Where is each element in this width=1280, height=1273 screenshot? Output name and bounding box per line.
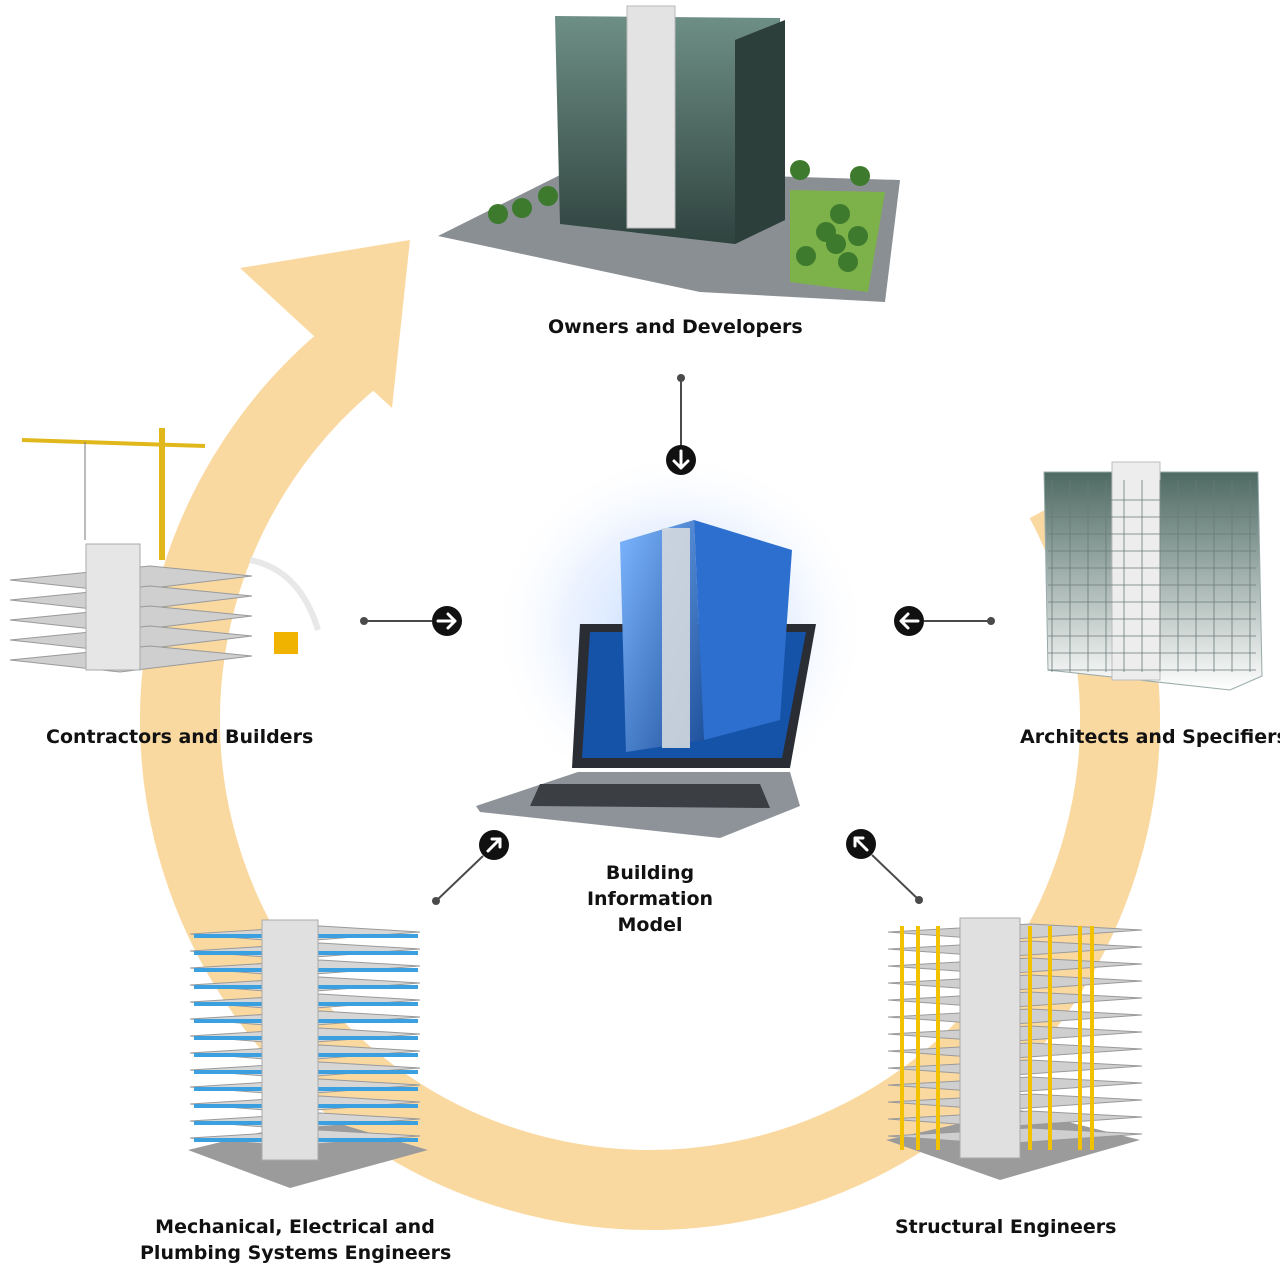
owners-building-image [438, 5, 900, 302]
mep-building-image [188, 919, 428, 1188]
tree-mark [488, 204, 508, 224]
arrow-down-icon [666, 445, 696, 475]
owners-label: Owners and Developers [548, 316, 803, 338]
mep-label-line2: Plumbing Systems Engineers [140, 1242, 452, 1264]
mep-label-line1: Mechanical, Electrical and [155, 1216, 435, 1238]
connector-mep [432, 855, 484, 905]
center-label: Building Information Model [570, 860, 730, 938]
contractors-building-image [9, 428, 321, 673]
connector-architects [924, 617, 995, 625]
arrow-up-left-icon [846, 829, 876, 859]
tree-mark [538, 186, 558, 206]
tree-mark [826, 234, 846, 254]
architects-building-image [1043, 461, 1263, 691]
connector-contractors [360, 617, 432, 625]
tree-mark [790, 160, 810, 180]
center-label-line1: Building [605, 862, 695, 884]
tree-mark [850, 166, 870, 186]
contractors-label: Contractors and Builders [46, 726, 314, 748]
tree-mark [512, 198, 532, 218]
laptop-bim-image [476, 450, 870, 838]
structural-building-image [886, 917, 1143, 1180]
tree-mark [830, 204, 850, 224]
mep-label: Mechanical, Electrical and Plumbing Syst… [140, 1214, 452, 1266]
architects-label: Architects and Specifiers [1020, 726, 1280, 748]
center-label-line3: Model [617, 914, 683, 936]
arrow-right-icon [432, 606, 462, 636]
arrow-left-icon [894, 606, 924, 636]
tree-mark [838, 252, 858, 272]
arrow-up-right-icon [479, 830, 509, 860]
tree-mark [796, 246, 816, 266]
structural-label: Structural Engineers [895, 1216, 1117, 1238]
connector-structural [871, 854, 923, 904]
center-label-line2: Information [586, 888, 714, 910]
connector-owners [677, 374, 685, 446]
tree-mark [848, 226, 868, 246]
